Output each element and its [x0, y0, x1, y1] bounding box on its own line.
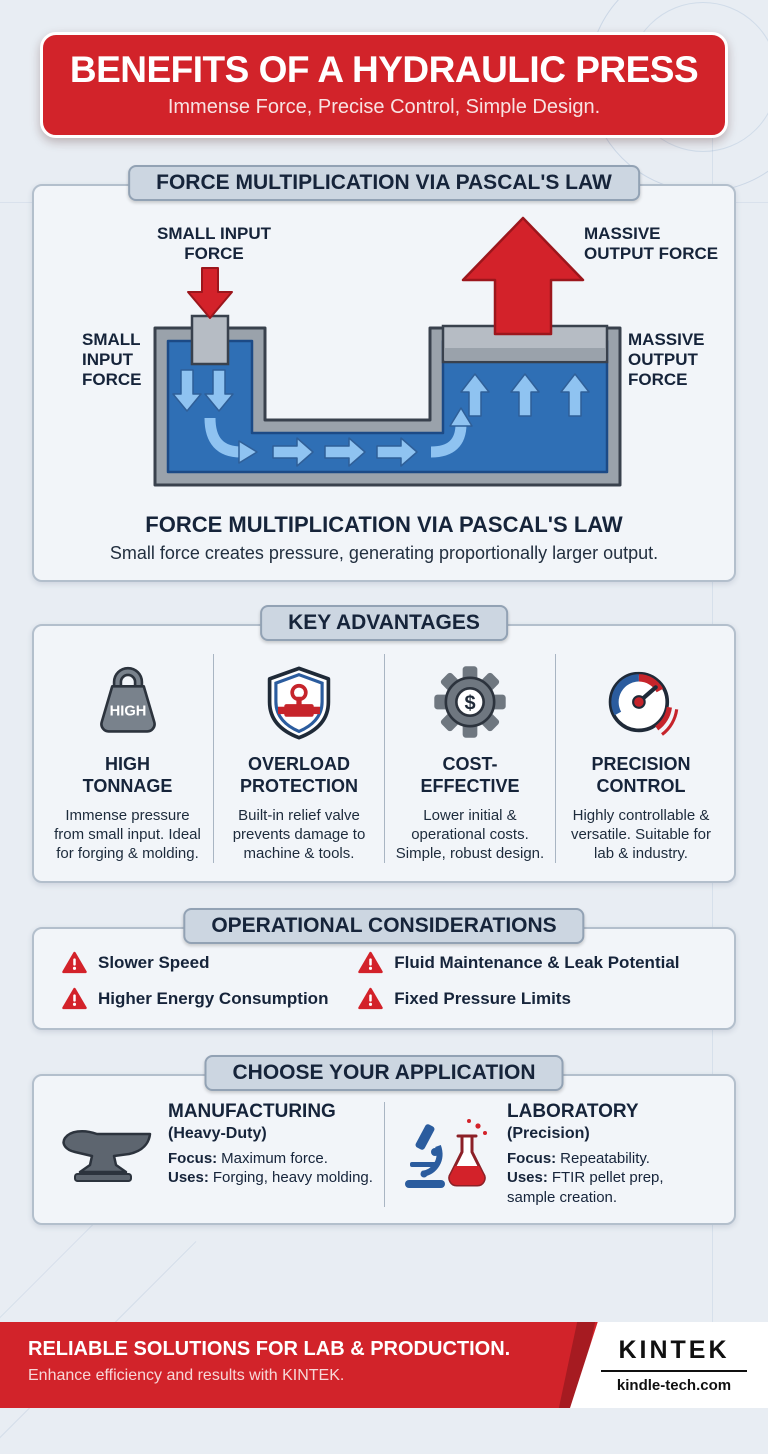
section-operational-considerations-title: OPERATIONAL CONSIDERATIONS [183, 908, 585, 945]
consideration-label: Higher Energy Consumption [98, 988, 329, 1008]
warning-icon [358, 988, 383, 1010]
warning-icon [62, 952, 87, 974]
application-uses: Uses:Forging, heavy molding. [168, 1169, 373, 1187]
consideration-item: Higher Energy Consumption [62, 987, 358, 1010]
label-massive-output-force-side: MASSIVE OUTPUT FORCE [628, 329, 705, 389]
footer-headline: RELIABLE SOLUTIONS FOR LAB & PRODUCTION. [28, 1338, 511, 1360]
section-operational-considerations: OPERATIONAL CONSIDERATIONS Slower Speed … [32, 908, 736, 1031]
brand-logo-panel: KINTEK kindle-tech.com [570, 1322, 768, 1408]
section-choose-application-title: CHOOSE YOUR APPLICATION [204, 1055, 564, 1092]
application-focus: Focus:Repeatability. [507, 1150, 650, 1168]
considerations-grid: Slower Speed Fluid Maintenance & Leak Po… [62, 951, 706, 1010]
section-key-advantages: KEY ADVANTAGES HIGH HIGH TONNAGE Immense… [32, 604, 736, 884]
application-focus: Focus:Maximum force. [168, 1150, 328, 1168]
consideration-item: Fluid Maintenance & Leak Potential [358, 951, 706, 974]
application-subtitle: (Heavy-Duty) [168, 1125, 267, 1143]
consideration-item: Fixed Pressure Limits [358, 987, 706, 1010]
output-force-arrow [461, 216, 585, 336]
diagram-caption: FORCE MULTIPLICATION VIA PASCAL'S LAW Sm… [42, 512, 726, 564]
advantage-description: Built-in relief valve prevents damage to… [232, 806, 366, 863]
shield-relief-valve-icon [267, 666, 331, 740]
advantage-title: PRECISION CONTROL [591, 753, 691, 796]
footer-banner: RELIABLE SOLUTIONS FOR LAB & PRODUCTION.… [0, 1322, 768, 1408]
label-small-input-force-top: SMALL INPUT FORCE [157, 223, 271, 263]
section-choose-application: CHOOSE YOUR APPLICATION MANUFACTURING (H… [32, 1055, 736, 1225]
consideration-label: Fixed Pressure Limits [394, 988, 571, 1008]
application-subtitle: (Precision) [507, 1125, 590, 1143]
input-force-arrow [187, 266, 233, 319]
label-small-input-force-side: SMALL INPUT FORCE [82, 329, 142, 389]
anvil-icon [62, 1129, 152, 1182]
application-title: MANUFACTURING [168, 1101, 336, 1123]
weight-icon-label: HIGH [109, 703, 146, 719]
header-banner: BENEFITS OF A HYDRAULIC PRESS Immense Fo… [40, 32, 728, 138]
section-pascals-law: FORCE MULTIPLICATION VIA PASCAL'S LAW [32, 164, 736, 582]
advantage-description: Highly controllable & versatile. Suitabl… [570, 806, 712, 863]
advantage-description: Lower initial & operational costs. Simpl… [395, 806, 545, 863]
diagram-caption-title: FORCE MULTIPLICATION VIA PASCAL'S LAW [145, 511, 623, 537]
advantage-overload-protection: OVERLOAD PROTECTION Built-in relief valv… [213, 653, 384, 864]
website-url: kindle-tech.com [601, 1370, 747, 1394]
small-piston [190, 314, 230, 366]
warning-icon [358, 952, 383, 974]
application-uses: Uses:FTIR pellet prep, sample creation. [507, 1169, 664, 1206]
consideration-item: Slower Speed [62, 951, 358, 974]
application-laboratory: LABORATORY (Precision) Focus:Repeatabili… [384, 1101, 722, 1207]
applications-grid: MANUFACTURING (Heavy-Duty) Focus:Maximum… [46, 1101, 722, 1207]
page-title: BENEFITS OF A HYDRAULIC PRESS [69, 49, 699, 90]
consideration-label: Slower Speed [98, 952, 210, 972]
section-key-advantages-title: KEY ADVANTAGES [260, 604, 508, 641]
application-title: LABORATORY [507, 1101, 639, 1123]
microscope-flask-icon [405, 1118, 487, 1188]
press-vessel-illustration [153, 216, 622, 487]
advantage-cost-effective: $ COST- EFFECTIVE Lower initial & operat… [384, 653, 555, 864]
page-subtitle: Immense Force, Precise Control, Simple D… [167, 95, 601, 118]
warning-icon [62, 988, 87, 1010]
consideration-label: Fluid Maintenance & Leak Potential [394, 952, 680, 972]
advantages-grid: HIGH HIGH TONNAGE Immense pressure from … [42, 653, 726, 864]
dollar-sign: $ [464, 692, 475, 714]
section-pascals-law-title: FORCE MULTIPLICATION VIA PASCAL'S LAW [128, 164, 640, 201]
gear-dollar-icon: $ [434, 666, 506, 738]
hydraulic-press-diagram: SMALL INPUT FORCE MASSIVE OUTPUT FORCE S… [42, 212, 726, 500]
advantage-high-tonnage: HIGH HIGH TONNAGE Immense pressure from … [42, 654, 213, 863]
kintek-logo: KINTEK [618, 1336, 730, 1364]
advantage-title: HIGH TONNAGE [82, 753, 173, 796]
weight-icon: HIGH [99, 666, 156, 733]
pressure-gauge-icon [608, 671, 679, 736]
advantage-precision-control: PRECISION CONTROL Highly controllable & … [555, 653, 726, 864]
diagram-caption-text: Small force creates pressure, generating… [109, 542, 659, 563]
application-manufacturing: MANUFACTURING (Heavy-Duty) Focus:Maximum… [46, 1101, 384, 1206]
advantage-title: OVERLOAD PROTECTION [239, 753, 358, 796]
fluid-flow-arrows [172, 369, 590, 467]
advantage-description: Immense pressure from small input. Ideal… [54, 806, 201, 863]
label-massive-output-force-top: MASSIVE OUTPUT FORCE [584, 223, 719, 263]
advantage-title: COST- EFFECTIVE [420, 753, 520, 796]
